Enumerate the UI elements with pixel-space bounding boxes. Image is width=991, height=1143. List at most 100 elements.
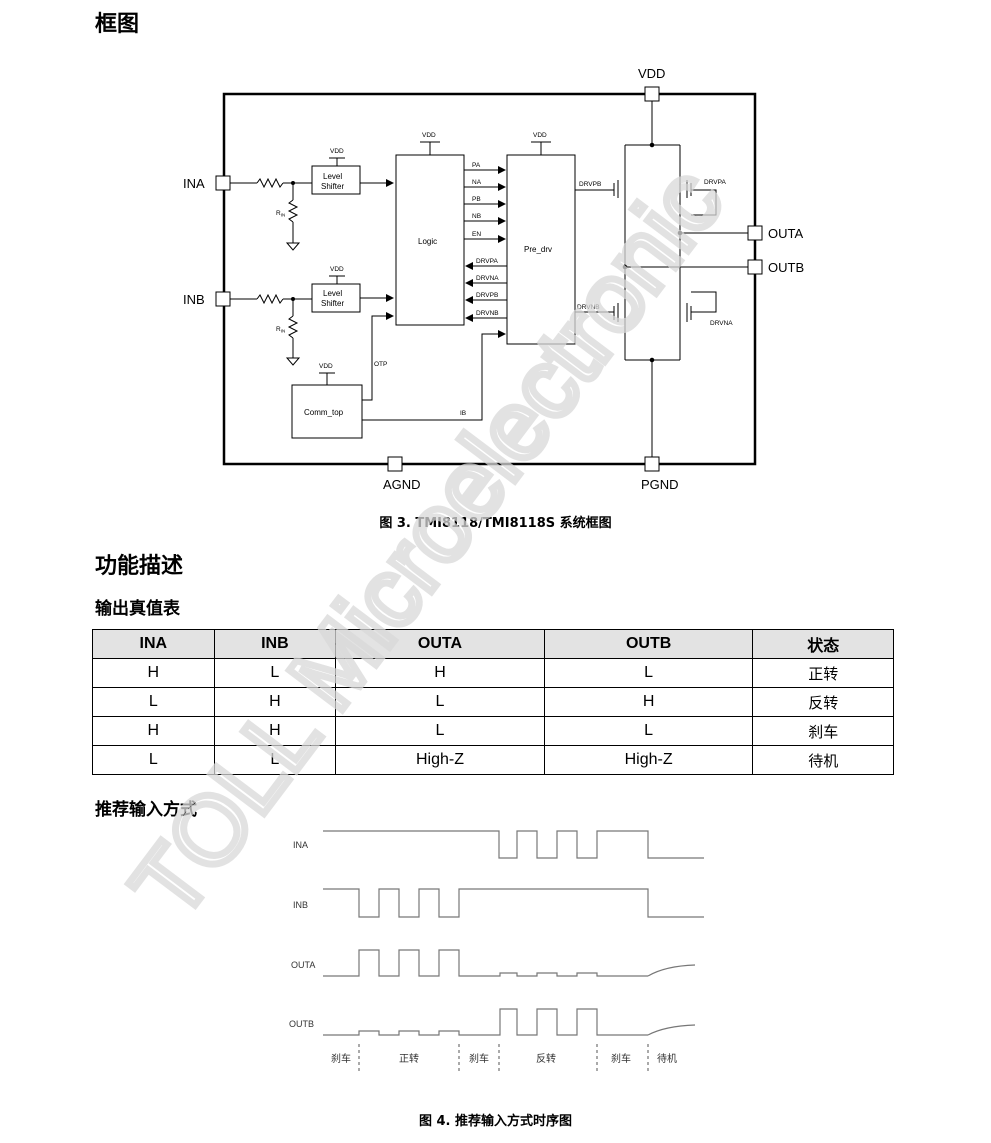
cell: L	[92, 687, 215, 717]
block-diagram-heading: 框图	[95, 12, 140, 37]
outa-label: OUTA	[768, 226, 803, 241]
cell: H	[213, 716, 337, 746]
cell: L	[335, 716, 545, 746]
level-shifter-b-line2: Shifter	[321, 299, 344, 308]
vdd-pin	[644, 86, 660, 102]
cell: High-Z	[543, 745, 754, 775]
sig-nb: NB	[472, 213, 481, 220]
predrv-label: Pre_drv	[524, 245, 552, 254]
cell: 反转	[752, 687, 894, 717]
level-shifter-a-line1: Level	[323, 172, 342, 181]
level-shifter-b-line1: Level	[323, 289, 342, 298]
sig-ib: IB	[460, 410, 466, 417]
logic-block	[395, 154, 465, 326]
sig-pa: PA	[472, 162, 481, 169]
pgnd-pin	[644, 456, 660, 472]
ina-label: INA	[183, 176, 205, 191]
ina-waveform	[323, 830, 704, 859]
header-inb: INB	[213, 629, 337, 659]
table-row: L H L H 反转	[92, 687, 894, 717]
outb-waveform	[323, 1008, 648, 1036]
ina-pin	[215, 175, 231, 191]
header-outa: OUTA	[335, 629, 545, 659]
vdd-small-ls-a: VDD	[330, 148, 344, 155]
outb-decay	[647, 1024, 696, 1036]
outb-pin	[747, 259, 763, 275]
cell: L	[543, 716, 754, 746]
vdd-small-comm: VDD	[319, 363, 333, 370]
level-shifter-a	[311, 165, 361, 195]
level-shifter-a-line2: Shifter	[321, 182, 344, 191]
chip-outline	[222, 92, 757, 466]
sig-drvpa: DRVPA	[704, 179, 726, 186]
logic-label: Logic	[418, 237, 437, 246]
agnd-label: AGND	[383, 477, 421, 492]
truth-table: INA INB OUTA OUTB 状态 H L H L 正转 L H L H …	[92, 629, 894, 775]
cell: H	[92, 716, 215, 746]
vdd-label: VDD	[638, 66, 665, 81]
sig-drvna-fb: DRVNA	[476, 275, 499, 282]
header-outb: OUTB	[543, 629, 754, 659]
sig-na: NA	[472, 179, 482, 186]
level-shifter-b	[311, 283, 361, 313]
figure4-caption: 图 4. 推荐输入方式时序图	[418, 1114, 573, 1129]
comm-top-block	[291, 384, 363, 439]
table-row: H H L L 刹车	[92, 716, 894, 746]
table-header-row: INA INB OUTA OUTB 状态	[92, 629, 894, 659]
rin-b-label: RIN	[276, 326, 285, 334]
cell: L	[213, 745, 337, 775]
table-row: L L High-Z High-Z 待机	[92, 745, 894, 775]
wave-label-outb: OUTB	[289, 1019, 314, 1029]
outa-pin	[747, 225, 763, 241]
phase-brake-1: 刹车	[331, 1052, 351, 1065]
cell: H	[335, 658, 545, 688]
vdd-small-ls-b: VDD	[330, 266, 344, 273]
phase-brake-3: 刹车	[611, 1052, 631, 1065]
cell: L	[543, 658, 754, 688]
sig-drvnb-fb: DRVNB	[476, 310, 499, 317]
sig-drvpb: DRVPB	[579, 181, 601, 188]
phase-standby: 待机	[657, 1052, 677, 1065]
cell: 正转	[752, 658, 894, 688]
outa-waveform	[323, 949, 648, 977]
watermark-text: TOLL Microelectronic	[111, 149, 742, 938]
sig-drvpb-fb: DRVPB	[476, 292, 498, 299]
wave-label-inb: INB	[293, 900, 308, 910]
cell: High-Z	[335, 745, 545, 775]
cell: 待机	[752, 745, 894, 775]
sig-en: EN	[472, 231, 481, 238]
input-mode-heading: 推荐输入方式	[95, 800, 197, 820]
vdd-small-logic: VDD	[422, 132, 436, 139]
sig-pb: PB	[472, 196, 481, 203]
cell: H	[92, 658, 215, 688]
phase-reverse: 反转	[536, 1052, 556, 1065]
figure3-caption: 图 3. TMI8118/TMI8118S 系统框图	[379, 516, 612, 531]
outb-label: OUTB	[768, 260, 804, 275]
phase-forward: 正转	[399, 1052, 419, 1065]
pgnd-label: PGND	[641, 477, 679, 492]
comm-top-label: Comm_top	[304, 408, 344, 417]
agnd-pin	[387, 456, 403, 472]
inb-label: INB	[183, 292, 205, 307]
outa-decay	[647, 964, 696, 977]
sig-drvnb: DRVNB	[577, 304, 600, 311]
sig-drvpa-fb: DRVPA	[476, 258, 498, 265]
vdd-small-predrv: VDD	[533, 132, 547, 139]
predrv-block	[506, 154, 576, 345]
wave-label-ina: INA	[293, 840, 308, 850]
table-row: H L H L 正转	[92, 658, 894, 688]
cell: L	[92, 745, 215, 775]
inb-pin	[215, 291, 231, 307]
header-ina: INA	[92, 629, 215, 659]
cell: H	[213, 687, 337, 717]
phase-brake-2: 刹车	[469, 1052, 489, 1065]
cell: H	[543, 687, 754, 717]
cell: L	[213, 658, 337, 688]
wave-label-outa: OUTA	[291, 960, 315, 970]
header-state: 状态	[752, 629, 894, 659]
cell: L	[335, 687, 545, 717]
sig-drvna: DRVNA	[710, 320, 733, 327]
function-heading: 功能描述	[95, 554, 184, 579]
sig-otp: OTP	[374, 361, 387, 368]
cell: 刹车	[752, 716, 894, 746]
